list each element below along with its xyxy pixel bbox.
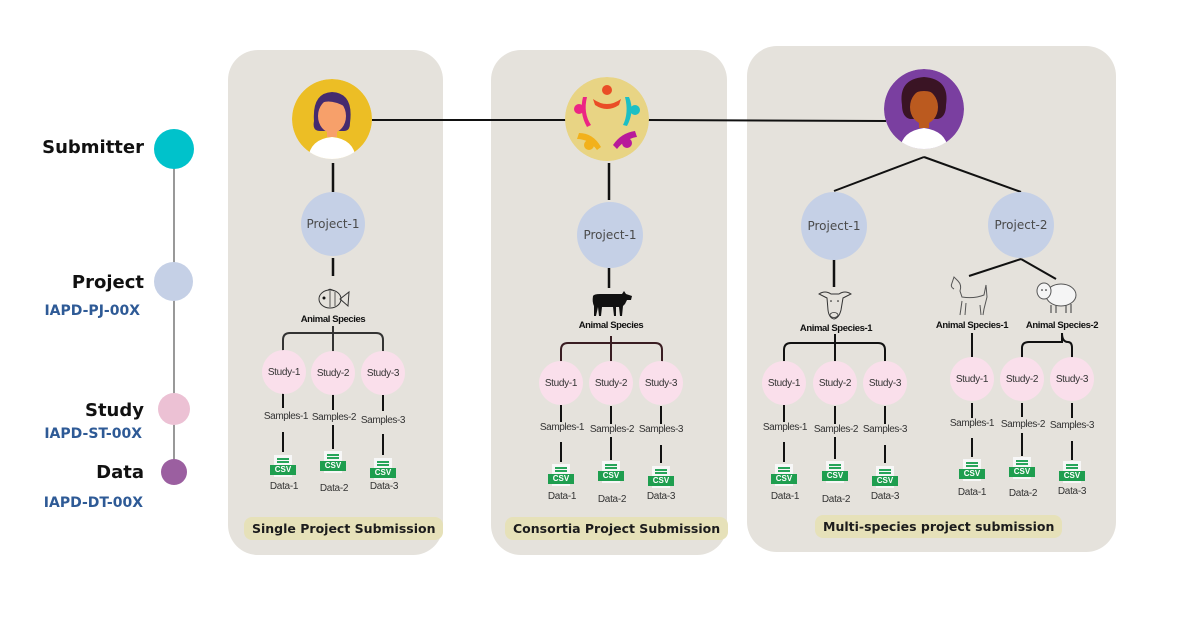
project-node[interactable]: Project-2 xyxy=(988,192,1054,258)
submitter-avatar-purple xyxy=(884,69,964,149)
samples-label: Samples-1 xyxy=(949,418,995,429)
study-node[interactable]: Study-2 xyxy=(589,361,633,405)
csv-file-icon[interactable]: CSV xyxy=(1009,457,1035,481)
csv-file-icon[interactable]: CSV xyxy=(771,464,797,488)
project-node[interactable]: Project-1 xyxy=(577,202,643,268)
legend-label-study: Study xyxy=(84,400,144,421)
csv-file-icon[interactable]: CSV xyxy=(822,461,848,485)
data-label: Data-2 xyxy=(821,494,851,505)
panel-caption: Consortia Project Submission xyxy=(505,517,729,540)
legend-code-data: IAPD-DT-00X xyxy=(43,495,143,511)
consortium-avatar xyxy=(565,77,649,161)
samples-label: Samples-2 xyxy=(311,412,357,423)
legend-label-submitter: Submitter xyxy=(42,137,144,158)
legend-dot-data xyxy=(161,459,187,485)
samples-label: Samples-2 xyxy=(1000,419,1046,430)
study-node[interactable]: Study-3 xyxy=(1050,357,1094,401)
study-node[interactable]: Study-2 xyxy=(813,361,857,405)
project-node[interactable]: Project-1 xyxy=(801,192,867,260)
study-node[interactable]: Study-1 xyxy=(950,357,994,401)
data-label: Data-2 xyxy=(319,483,349,494)
legend-code-project: IAPD-PJ-00X xyxy=(44,303,140,319)
data-label: Data-3 xyxy=(646,491,676,502)
study-node[interactable]: Study-3 xyxy=(361,351,405,395)
species-label: Animal Species xyxy=(300,314,366,325)
study-node[interactable]: Study-1 xyxy=(539,361,583,405)
panel-caption: Single Project Submission xyxy=(244,517,444,540)
csv-file-icon[interactable]: CSV xyxy=(370,458,396,482)
study-node[interactable]: Study-3 xyxy=(863,361,907,405)
study-node[interactable]: Study-2 xyxy=(1000,357,1044,401)
submitter-avatar-yellow xyxy=(292,79,372,159)
study-node[interactable]: Study-1 xyxy=(262,350,306,394)
csv-file-icon[interactable]: CSV xyxy=(872,466,898,490)
samples-label: Samples-2 xyxy=(589,424,635,435)
submitter-link xyxy=(645,119,887,122)
csv-file-icon[interactable]: CSV xyxy=(959,459,985,483)
data-label: Data-1 xyxy=(547,491,577,502)
data-label: Data-3 xyxy=(369,481,399,492)
data-label: Data-1 xyxy=(957,487,987,498)
csv-file-icon[interactable]: CSV xyxy=(1059,461,1085,485)
species-label: Animal Species xyxy=(578,320,644,331)
species-label: Animal Species-1 xyxy=(799,323,873,334)
samples-label: Samples-3 xyxy=(638,424,684,435)
samples-label: Samples-1 xyxy=(762,422,808,433)
samples-label: Samples-1 xyxy=(539,422,585,433)
sheep-icon xyxy=(1036,282,1077,313)
samples-label: Samples-2 xyxy=(813,424,859,435)
project-node[interactable]: Project-1 xyxy=(301,192,365,256)
legend-label-project: Project xyxy=(71,272,144,293)
legend-dot-submitter xyxy=(154,129,194,169)
study-node[interactable]: Study-3 xyxy=(639,361,683,405)
study-node[interactable]: Study-2 xyxy=(311,351,355,395)
legend-label-data: Data xyxy=(96,462,144,483)
legend-dot-study xyxy=(158,393,190,425)
csv-file-icon[interactable]: CSV xyxy=(648,466,674,490)
data-label: Data-2 xyxy=(597,494,627,505)
samples-label: Samples-1 xyxy=(263,411,309,422)
species-label: Animal Species-1 xyxy=(935,320,1009,331)
data-label: Data-1 xyxy=(770,491,800,502)
data-label: Data-2 xyxy=(1008,488,1038,499)
goat-icon xyxy=(950,276,988,316)
samples-label: Samples-3 xyxy=(1049,420,1095,431)
csv-file-icon[interactable]: CSV xyxy=(598,461,624,485)
samples-label: Samples-3 xyxy=(862,424,908,435)
data-label: Data-3 xyxy=(870,491,900,502)
csv-file-icon[interactable]: CSV xyxy=(270,455,296,479)
samples-label: Samples-3 xyxy=(360,415,406,426)
cow-icon xyxy=(592,291,632,316)
csv-file-icon[interactable]: CSV xyxy=(320,451,346,475)
data-label: Data-1 xyxy=(269,481,299,492)
legend-dot-project xyxy=(154,262,193,301)
csv-file-icon[interactable]: CSV xyxy=(548,464,574,488)
legend-code-study: IAPD-ST-00X xyxy=(44,426,142,442)
data-label: Data-3 xyxy=(1057,486,1087,497)
panel-caption: Multi-species project submission xyxy=(815,515,1063,538)
cattle-head-icon xyxy=(818,291,852,320)
species-label: Animal Species-2 xyxy=(1025,320,1099,331)
fish-icon xyxy=(318,288,350,309)
study-node[interactable]: Study-1 xyxy=(762,361,806,405)
